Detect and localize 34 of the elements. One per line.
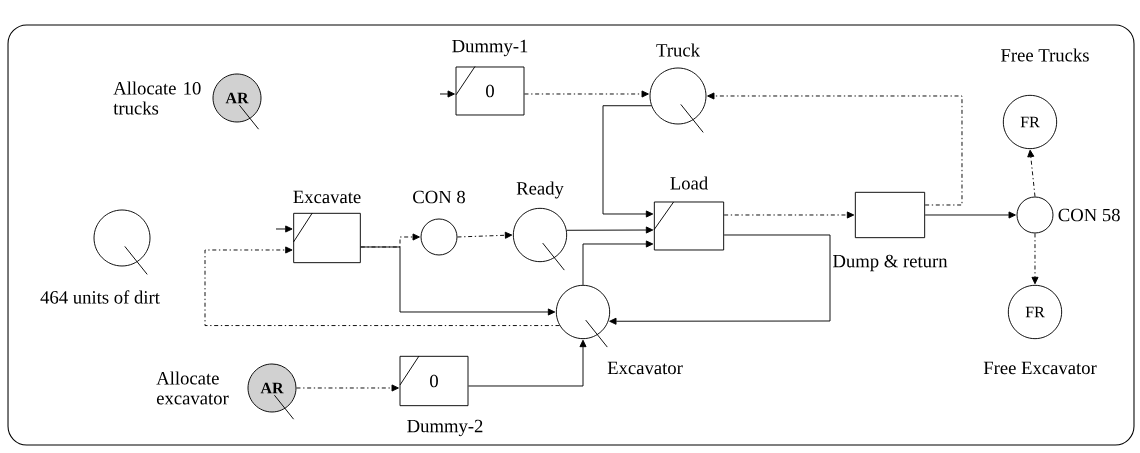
node-label: Ready <box>516 181 564 199</box>
node-label: CON 8 <box>413 190 465 204</box>
arrow <box>360 246 556 316</box>
node-label: CON 58 <box>1058 208 1120 222</box>
arrow <box>707 92 963 206</box>
node-label: Allocate 10 trucks <box>113 81 201 115</box>
arrow <box>609 234 831 325</box>
arrow <box>204 246 560 327</box>
arrow <box>566 226 654 234</box>
node-label: Free Excavator <box>983 361 1097 375</box>
arrow <box>468 339 587 387</box>
arrow <box>275 225 293 233</box>
arrow <box>723 211 855 219</box>
node-label: Dump & return <box>833 254 948 272</box>
arrow <box>582 240 654 286</box>
node-label: Excavate <box>293 190 361 204</box>
node-label: Excavator <box>607 361 683 375</box>
arrow <box>602 105 654 218</box>
node-label: Load <box>670 176 708 190</box>
arrow <box>296 384 399 392</box>
node-label: Free Trucks <box>1001 48 1089 62</box>
arrow <box>1031 233 1039 285</box>
combi-box: 0 <box>399 355 469 407</box>
node-label: 464 units of dirt <box>40 290 160 304</box>
arrow <box>924 211 1016 219</box>
node-label: Dummy-2 <box>407 419 483 437</box>
node-label: Allocate excavator <box>156 371 229 405</box>
combi-box: 0 <box>455 66 525 116</box>
arrow <box>439 90 455 98</box>
node-label: Dummy-1 <box>452 39 528 57</box>
arrow <box>1027 149 1036 197</box>
arrow <box>524 90 649 98</box>
node-label: Truck <box>656 43 700 57</box>
arrow <box>457 231 513 239</box>
